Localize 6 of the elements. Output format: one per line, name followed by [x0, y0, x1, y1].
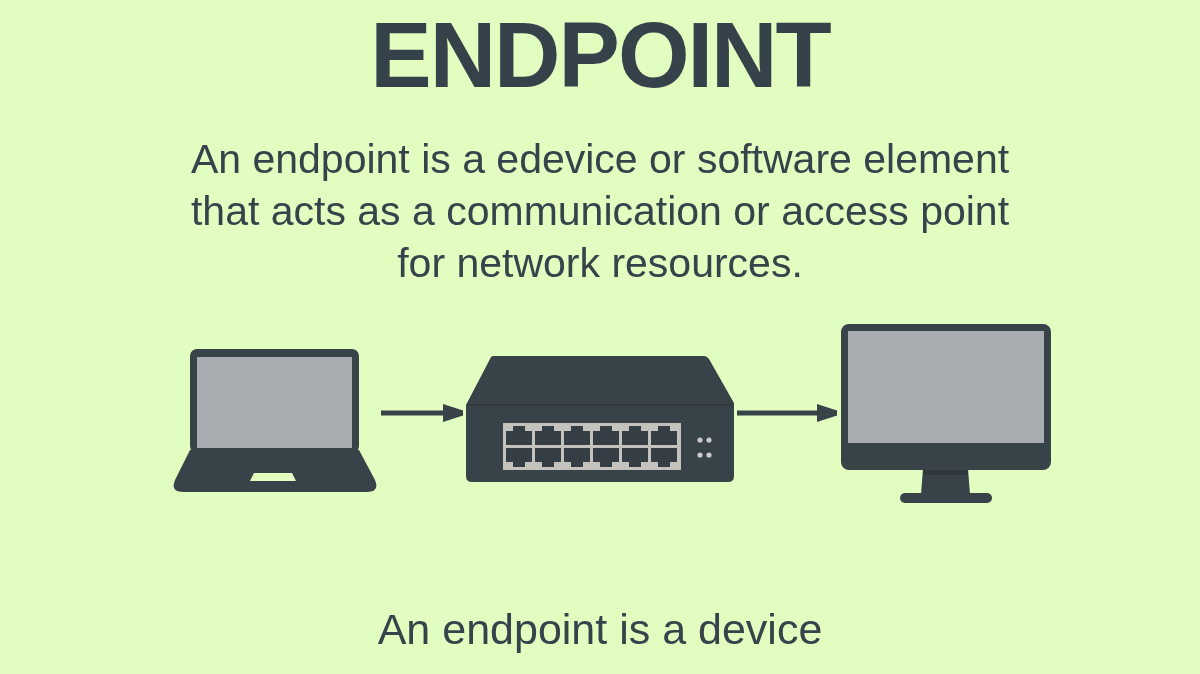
description-text: An endpoint is a edevice or software element that acts as a communication or access point for network resources. — [189, 135, 1011, 288]
title: ENDPOINT — [370, 9, 830, 101]
laptop-icon — [172, 349, 378, 492]
desktop-monitor-icon — [840, 323, 1052, 503]
footer-text: An endpoint is a device — [377, 604, 823, 655]
network-switch-icon — [466, 356, 734, 482]
